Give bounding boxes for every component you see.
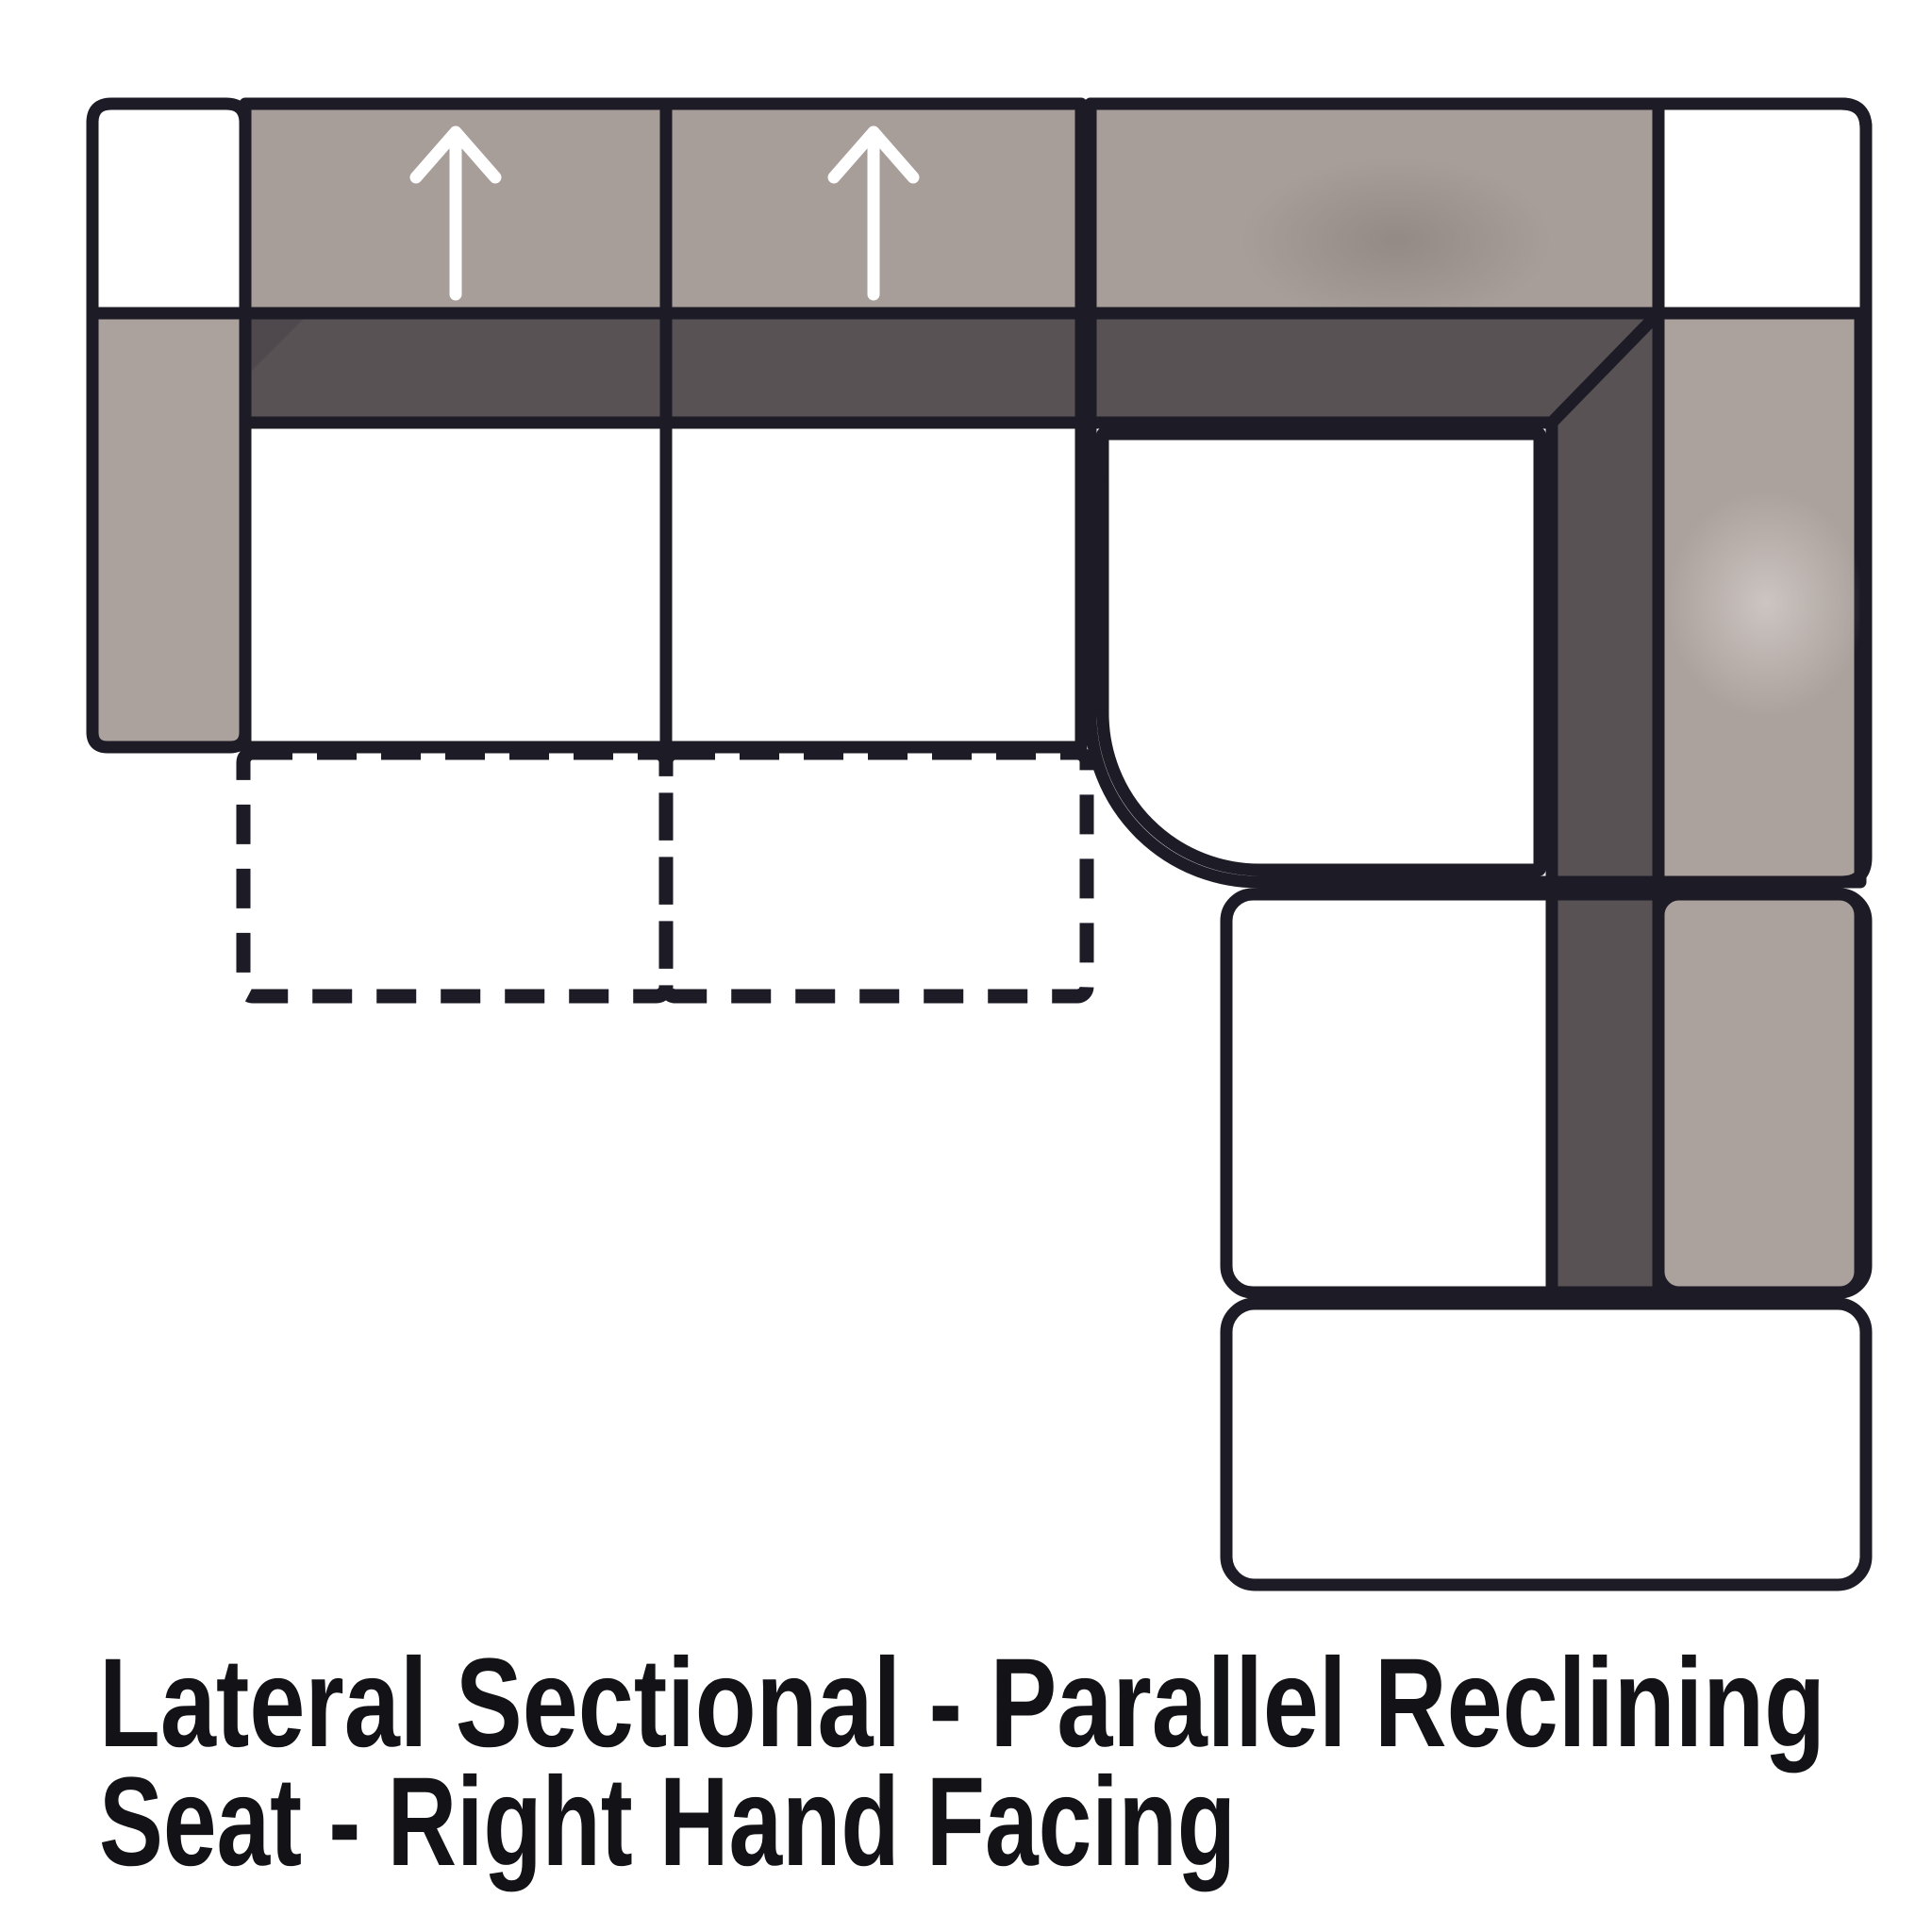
right-seat-section: [1220, 888, 1873, 1299]
seat1-band-shading: [251, 319, 304, 372]
up-arrow-icon: [827, 125, 920, 301]
footrest-extension-2: [658, 745, 1094, 1004]
up-arrow-icon: [409, 125, 502, 301]
left-armrest-cap: [86, 97, 252, 320]
corner-seat-cushion: [1096, 427, 1546, 876]
seat1-backrest-band: [239, 307, 673, 429]
bottom-seat-cushion: [1220, 1297, 1873, 1591]
bottom-seat-section: [1220, 1297, 1873, 1591]
right-seat-armrest: [1652, 888, 1867, 1299]
recliner-seat-2: [659, 97, 1088, 754]
seat1-cushion: [239, 416, 673, 754]
left-armrest-body: [86, 307, 252, 754]
corner-armrest-highlight: [1667, 491, 1865, 717]
corner-headrest-shading: [1241, 158, 1552, 324]
diagram-title-line1: Lateral Sectional - Parallel Reclining: [99, 1633, 1825, 1774]
corner-armrest-cap: [1652, 97, 1873, 320]
seat2-cushion: [659, 416, 1088, 754]
seat2-backrest-band: [659, 307, 1088, 429]
recliner-seat-1: [239, 97, 673, 754]
corner-wedge-section: [1084, 97, 1873, 889]
right-seat-backrest-band: [1545, 888, 1665, 1299]
diagram-title-line2: Seat - Right Hand Facing: [99, 1752, 1236, 1892]
corner-section-outline: [1084, 97, 1873, 889]
left-armrest: [86, 97, 252, 754]
corner-backrest-band-vertical: [1545, 307, 1665, 889]
footrest-extension-1: [236, 745, 674, 1004]
